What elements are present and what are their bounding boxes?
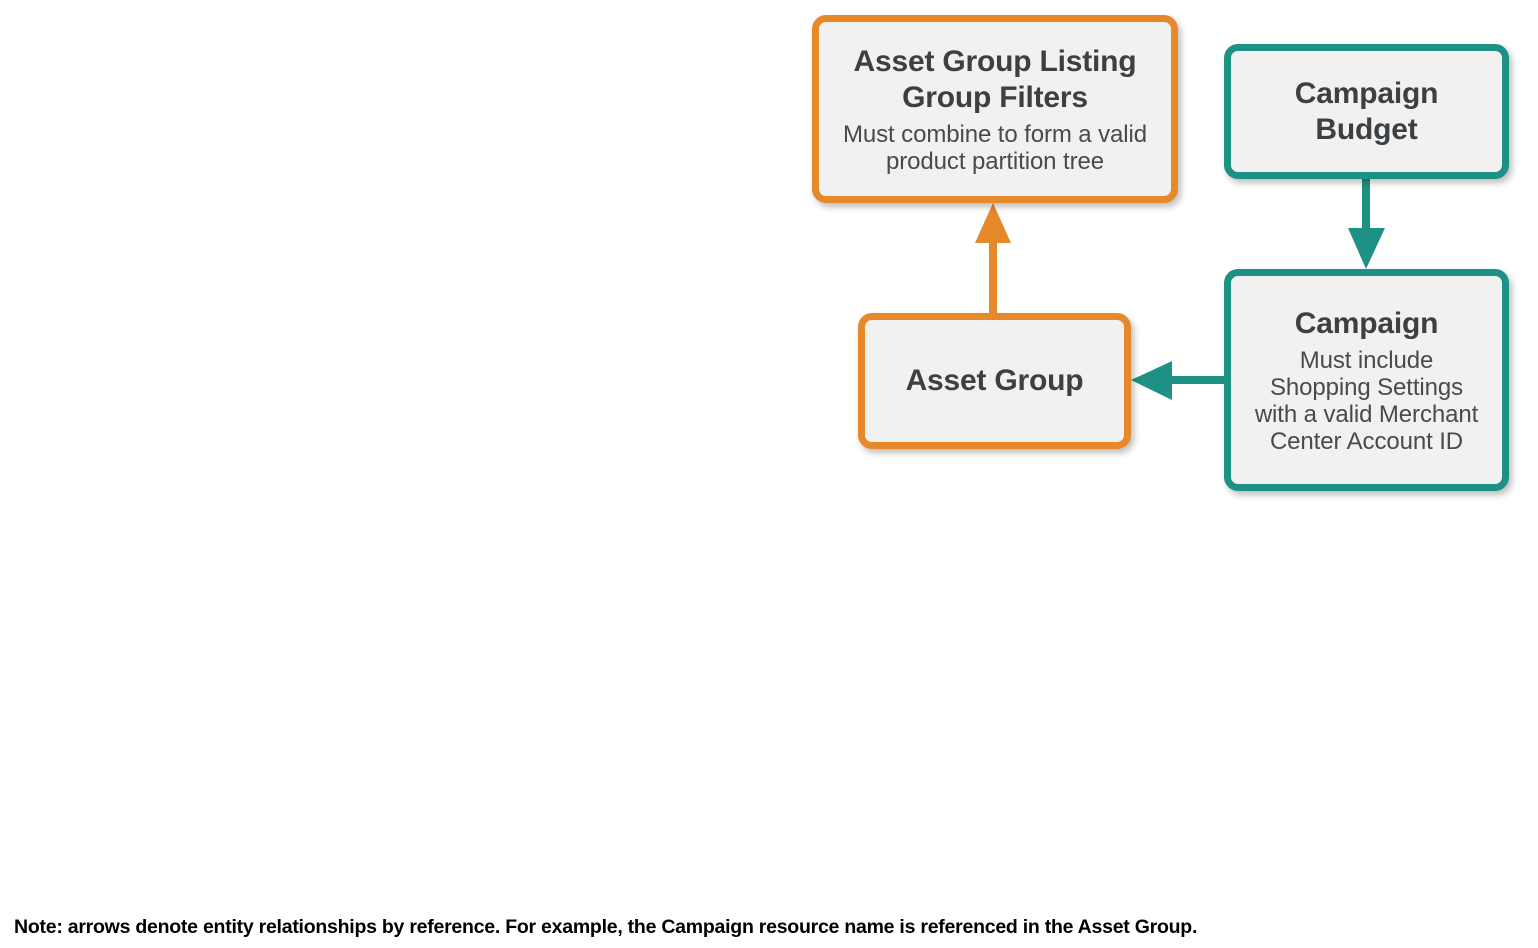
node-title: Asset Group Listing Group Filters (853, 44, 1137, 114)
arrow-asset-group-to-listing-group-filters (975, 203, 1011, 313)
arrow-head-up-orange (975, 203, 1011, 243)
node-campaign[interactable]: Campaign Must include Shopping Settings … (1224, 269, 1509, 491)
node-title: Asset Group (905, 364, 1084, 397)
node-asset-group-listing-group-filters[interactable]: Asset Group Listing Group Filters Must c… (812, 15, 1178, 203)
node-asset-group[interactable]: Asset Group (858, 313, 1131, 449)
arrow-head-down-teal (1348, 228, 1385, 269)
node-description: Must include Shopping Settings with a va… (1254, 346, 1479, 455)
arrow-head-left-teal (1131, 361, 1172, 400)
arrow-campaign-to-asset-group (1131, 361, 1224, 400)
node-title: Campaign Budget (1294, 76, 1439, 146)
arrow-campaign-budget-to-campaign (1348, 179, 1385, 269)
diagram-note: Note: arrows denote entity relationships… (14, 916, 1198, 938)
node-campaign-budget[interactable]: Campaign Budget (1224, 44, 1509, 179)
node-title: Campaign (1294, 306, 1439, 340)
node-description: Must combine to form a valid product par… (843, 120, 1147, 175)
